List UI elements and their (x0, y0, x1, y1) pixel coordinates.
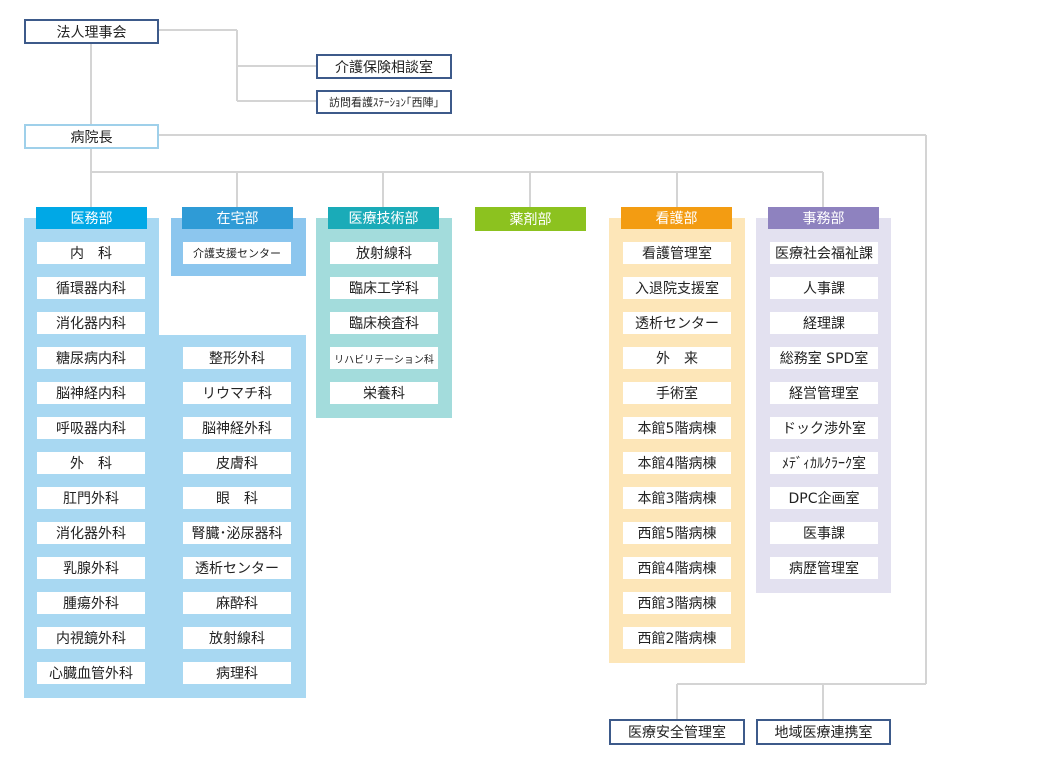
dept-header-home: 在宅部 (182, 207, 293, 229)
dept-item: 内 科 (37, 242, 145, 264)
medical-safety-office-box: 医療安全管理室 (609, 719, 745, 745)
dept-header-tech: 医療技術部 (328, 207, 439, 229)
dept-item: 臨床工学科 (330, 277, 438, 299)
dept-header-medical: 医務部 (36, 207, 147, 229)
dept-item: 総務室 SPD室 (770, 347, 878, 369)
dept-item: 透析センター (183, 557, 291, 579)
dept-item: 医療社会福祉課 (770, 242, 878, 264)
dept-item: 西館4階病棟 (623, 557, 731, 579)
dept-item: 腎臓･泌尿器科 (183, 522, 291, 544)
dept-item: 放射線科 (183, 627, 291, 649)
dept-header-nursing: 看護部 (621, 207, 732, 229)
dept-item: 病理科 (183, 662, 291, 684)
visiting-nurse-station-box: 訪問看護ｽﾃｰｼｮﾝ｢西陣｣ (316, 90, 452, 114)
dept-item: 脳神経内科 (37, 382, 145, 404)
dept-item: 眼 科 (183, 487, 291, 509)
care-insurance-consult-box: 介護保険相談室 (316, 54, 452, 79)
dept-item: 医事課 (770, 522, 878, 544)
dept-item: 看護管理室 (623, 242, 731, 264)
dept-item: 消化器内科 (37, 312, 145, 334)
dept-item: 肛門外科 (37, 487, 145, 509)
dept-item: 腫瘍外科 (37, 592, 145, 614)
dept-item: 手術室 (623, 382, 731, 404)
dept-item: 西館3階病棟 (623, 592, 731, 614)
dept-item: リハビリテーション科 (330, 347, 438, 369)
dept-item: ﾒﾃﾞｨｶﾙｸﾗｰｸ室 (770, 452, 878, 474)
dept-header-admin: 事務部 (768, 207, 879, 229)
dept-item: 人事課 (770, 277, 878, 299)
dept-item: 西館2階病棟 (623, 627, 731, 649)
dept-item: 消化器外科 (37, 522, 145, 544)
dept-item: 脳神経外科 (183, 417, 291, 439)
dept-item: 入退院支援室 (623, 277, 731, 299)
dept-item: 乳腺外科 (37, 557, 145, 579)
dept-item: 外 来 (623, 347, 731, 369)
dept-item: 栄養科 (330, 382, 438, 404)
dept-item: ドック渉外室 (770, 417, 878, 439)
dept-item: 内視鏡外科 (37, 627, 145, 649)
dept-item: 介護支援センター (183, 242, 291, 264)
dept-item: 呼吸器内科 (37, 417, 145, 439)
dept-item: 経理課 (770, 312, 878, 334)
dept-item: 循環器内科 (37, 277, 145, 299)
director-box: 病院長 (24, 124, 159, 149)
dept-item: 病歴管理室 (770, 557, 878, 579)
dept-item: リウマチ科 (183, 382, 291, 404)
dept-item: 経営管理室 (770, 382, 878, 404)
dept-item: 放射線科 (330, 242, 438, 264)
dept-item: 皮膚科 (183, 452, 291, 474)
dept-item: 本館5階病棟 (623, 417, 731, 439)
dept-item: DPC企画室 (770, 487, 878, 509)
dept-item: 整形外科 (183, 347, 291, 369)
regional-liaison-office-box: 地域医療連携室 (756, 719, 891, 745)
dept-item: 臨床検査科 (330, 312, 438, 334)
dept-item: 糖尿病内科 (37, 347, 145, 369)
dept-item: 外 科 (37, 452, 145, 474)
dept-item: 西館5階病棟 (623, 522, 731, 544)
dept-item: 麻酔科 (183, 592, 291, 614)
board-box: 法人理事会 (24, 19, 159, 44)
dept-item: 透析センター (623, 312, 731, 334)
dept-item: 心臓血管外科 (37, 662, 145, 684)
dept-item: 本館4階病棟 (623, 452, 731, 474)
dept-header-pharmacy: 薬剤部 (475, 207, 586, 231)
dept-item: 本館3階病棟 (623, 487, 731, 509)
